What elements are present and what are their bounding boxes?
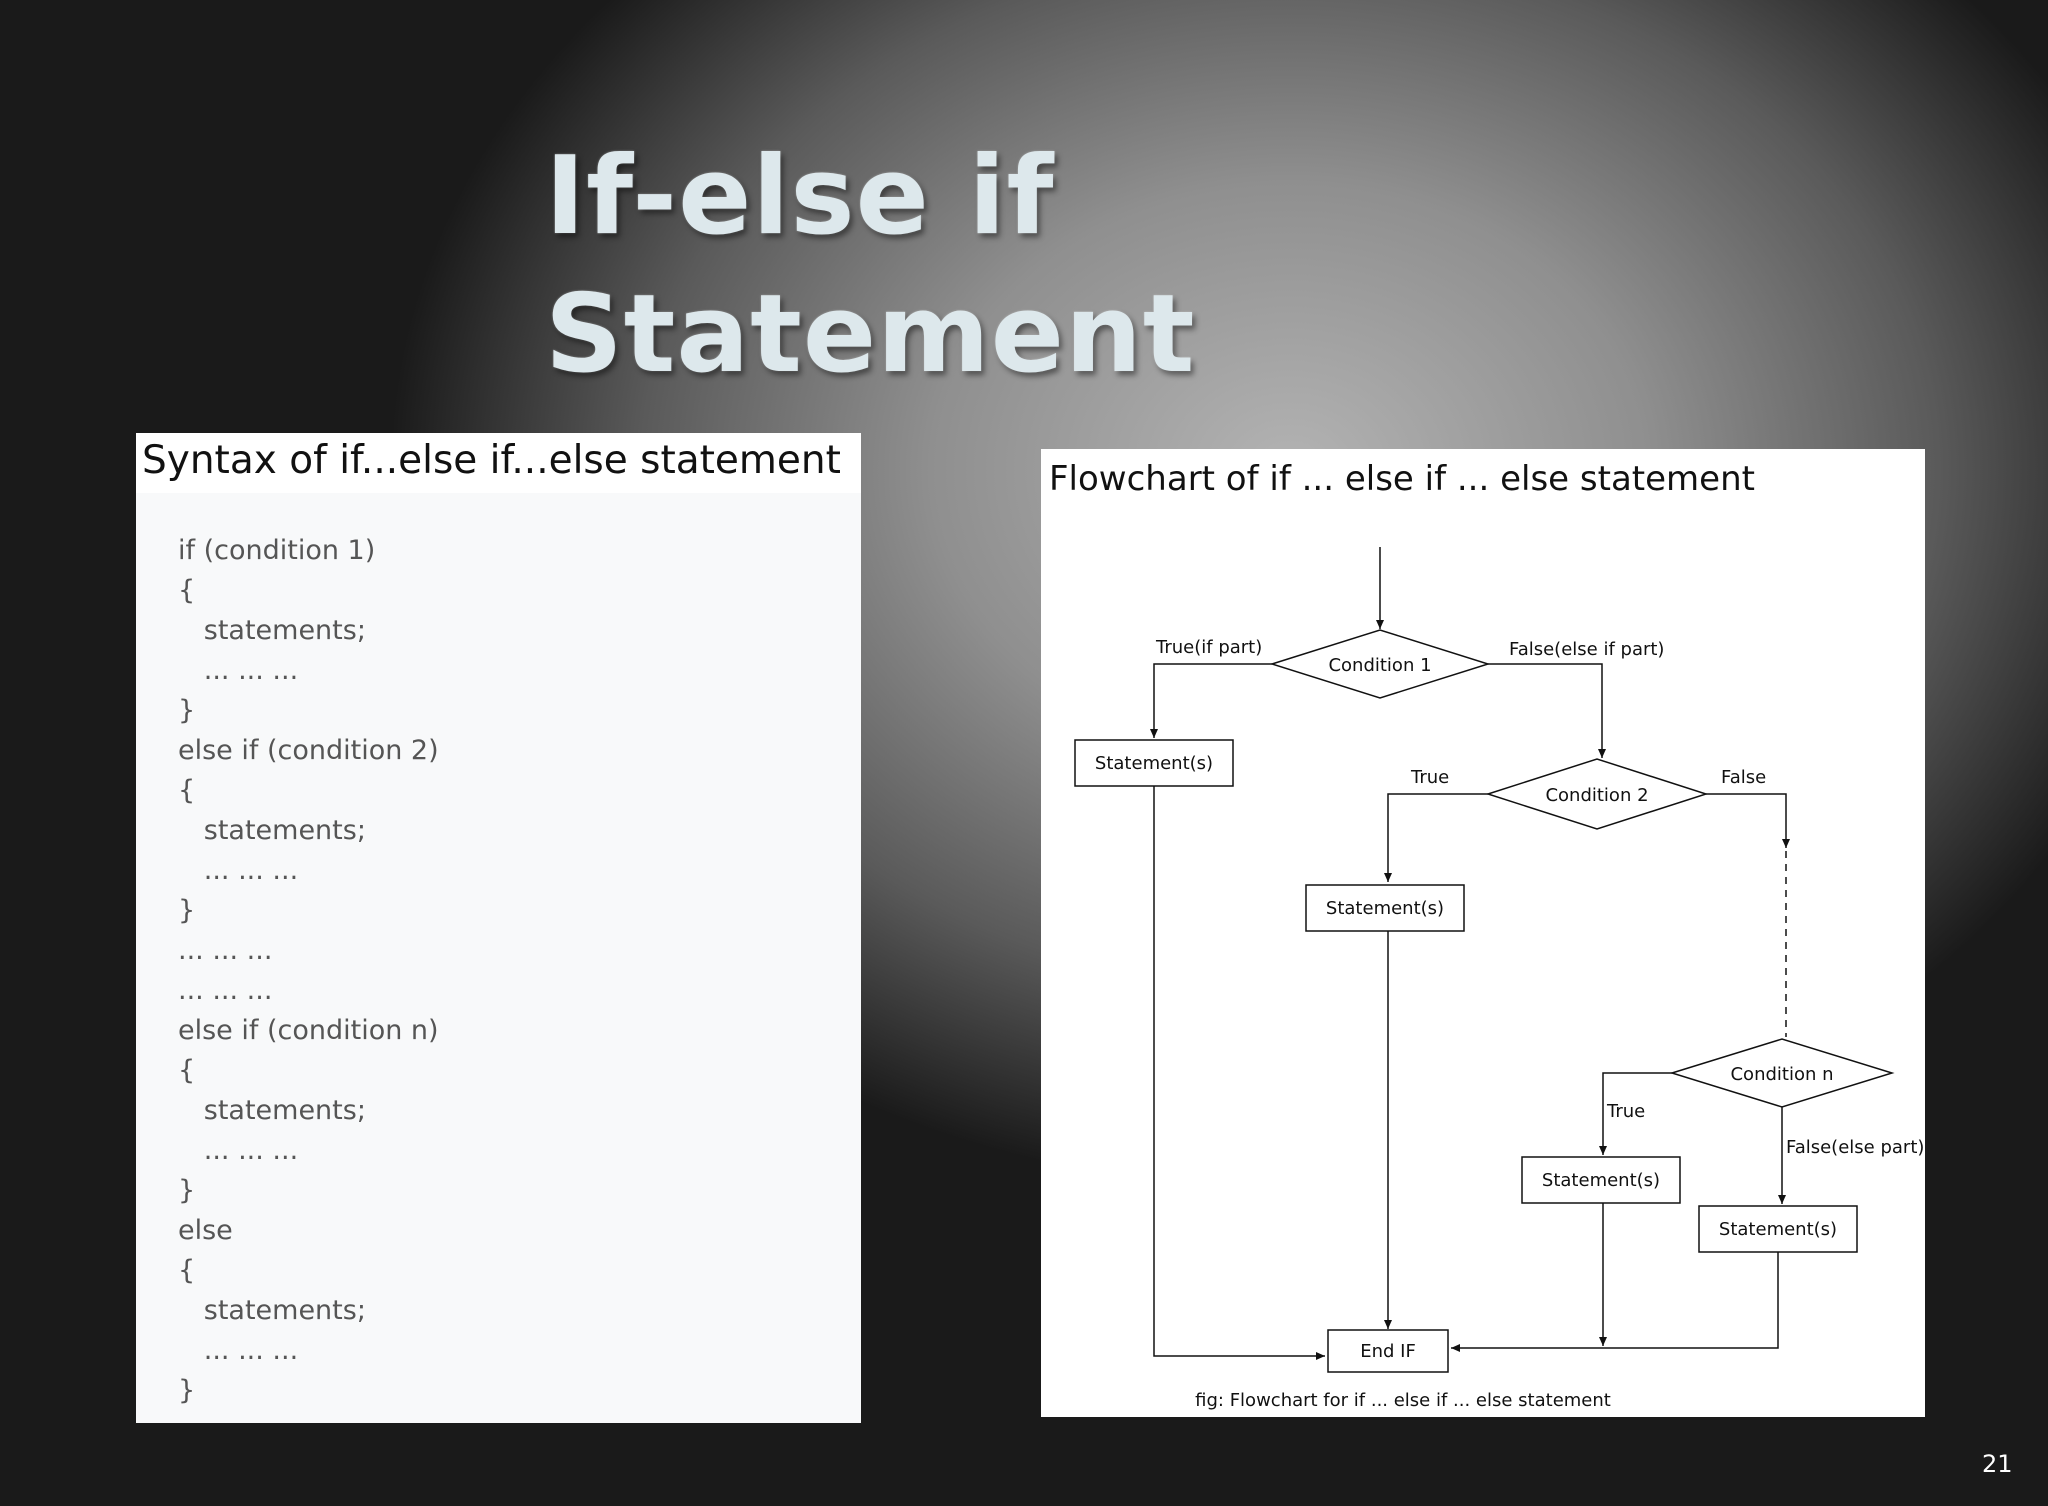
code-line: if (condition 1)	[178, 535, 376, 566]
true-n-label: True	[1606, 1101, 1645, 1122]
code-line: ... ... ...	[178, 1335, 299, 1366]
code-line: ... ... ...	[178, 1135, 299, 1166]
false-2-arrow	[1706, 793, 1790, 848]
code-line: ... ... ...	[178, 935, 273, 966]
true-if-part-label: True(if part)	[1155, 637, 1262, 658]
statement-else-to-end-arrow	[1451, 1252, 1779, 1352]
statement-n-label: Statement(s)	[1542, 1170, 1660, 1191]
code-line: }	[178, 695, 196, 726]
code-line: statements;	[178, 1295, 366, 1326]
code-line: else if (condition 2)	[178, 735, 439, 766]
condition-n-label: Condition n	[1730, 1064, 1833, 1085]
syntax-header: Syntax of if...else if...else statement	[136, 433, 861, 493]
page-number: 21	[1982, 1450, 2013, 1478]
condition-2-label: Condition 2	[1545, 785, 1648, 806]
code-line: {	[178, 775, 196, 806]
true-n-arrow	[1599, 1072, 1672, 1155]
code-line: {	[178, 575, 196, 606]
syntax-title: Syntax of if...else if...else statement	[142, 438, 841, 483]
code-line: statements;	[178, 815, 366, 846]
statement-else-label: Statement(s)	[1719, 1219, 1837, 1240]
statement-1-label: Statement(s)	[1095, 753, 1213, 774]
condition-1-label: Condition 1	[1328, 655, 1431, 676]
code-line: statements;	[178, 1095, 366, 1126]
code-line: statements;	[178, 615, 366, 646]
false-else-part-label: False(else part)	[1786, 1137, 1924, 1158]
code-line: }	[178, 1375, 196, 1406]
syntax-code-block: if (condition 1) { statements; ... ... ..…	[178, 531, 439, 1411]
code-line: }	[178, 895, 196, 926]
flowchart-diagram: Condition 1 True(if part) Statement(s) F…	[1074, 547, 1924, 1411]
statement-1-box	[1074, 739, 1234, 787]
false-2-label: False	[1721, 767, 1766, 788]
code-line: {	[178, 1055, 196, 1086]
code-line: else if (condition n)	[178, 1015, 439, 1046]
statement-n-box	[1521, 1156, 1681, 1204]
false-else-if-arrow	[1488, 663, 1606, 758]
false-else-if-part-label: False(else if part)	[1509, 639, 1664, 660]
true-if-arrow	[1150, 663, 1272, 738]
end-if-box	[1327, 1329, 1449, 1373]
statement-2-box	[1305, 884, 1465, 932]
code-line: ... ... ...	[178, 855, 299, 886]
flowchart-panel: Condition 1 True(if part) Statement(s) F…	[1041, 449, 1925, 1417]
flowchart-caption: fig: Flowchart for if ... else if ... el…	[1195, 1390, 1611, 1411]
slide-title: If-else if Statement	[545, 128, 1195, 404]
slide-title-line-1: If-else if	[545, 134, 1055, 259]
statement-1-to-end-arrow	[1153, 786, 1325, 1360]
code-line: else	[178, 1215, 233, 1246]
flowchart-title: Flowchart of if ... else if ... else sta…	[1049, 459, 1755, 499]
condition-n-diamond	[1669, 1038, 1895, 1108]
true-2-label: True	[1410, 767, 1449, 788]
code-line: }	[178, 1175, 196, 1206]
slide-title-line-2: Statement	[545, 272, 1196, 397]
true-2-arrow	[1384, 793, 1488, 882]
end-if-label: End IF	[1360, 1341, 1416, 1362]
syntax-panel: Syntax of if...else if...else statement …	[136, 433, 861, 1423]
code-line: ... ... ...	[178, 655, 299, 686]
code-line: ... ... ...	[178, 975, 273, 1006]
statement-2-label: Statement(s)	[1326, 898, 1444, 919]
code-line: {	[178, 1255, 196, 1286]
